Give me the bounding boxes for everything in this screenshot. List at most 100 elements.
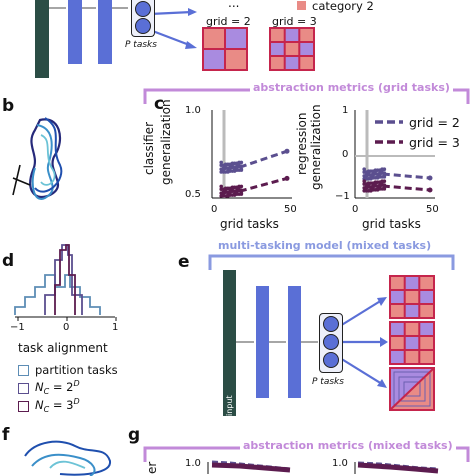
series-endpoint	[427, 175, 433, 181]
d-legend-nc3-base: N	[35, 398, 44, 413]
scatter-point	[373, 169, 378, 173]
scatter-point	[375, 176, 380, 180]
scatter-point	[371, 185, 375, 189]
scatter-point	[237, 185, 241, 190]
d-legend-swatch	[18, 400, 29, 412]
scatter-point	[232, 169, 237, 173]
panel-letter-c: c	[154, 94, 165, 114]
output-unit	[135, 1, 151, 17]
c-right-xtick-0: 0	[352, 204, 359, 215]
d-legend-partition: partition tasks	[18, 362, 118, 378]
scatter-point	[239, 168, 244, 172]
d-legend-partition-label: partition tasks	[35, 363, 118, 377]
c-legend-grid3: grid = 3	[375, 132, 460, 152]
d-legend-nc2-base: N	[35, 380, 44, 395]
d-legend-nc2-sup: D	[73, 379, 80, 389]
scatter-point	[362, 179, 366, 183]
scatter-point	[221, 167, 226, 171]
e-nested-squares	[389, 367, 435, 411]
scatter-point	[219, 184, 223, 189]
d-xtick-1: 1	[112, 322, 119, 333]
category2-label: category 2	[312, 0, 374, 13]
scatter-point	[219, 160, 223, 165]
hidden-layer-2	[98, 0, 112, 64]
hidden-layer-1	[68, 0, 82, 64]
scatter-point	[223, 163, 228, 168]
scatter-point	[230, 162, 235, 167]
panel-c-title: abstraction metrics (grid tasks)	[250, 81, 453, 94]
c-right-ytick-neg1: −1	[335, 191, 350, 202]
c-left-ytick-top: 1.0	[185, 105, 201, 116]
panel-letter-e: e	[178, 252, 190, 272]
series-line	[239, 149, 288, 169]
scatter-point	[232, 193, 237, 197]
panel-e-title: multi-tasking model (mixed tasks)	[215, 239, 435, 252]
scatter-point	[228, 166, 232, 170]
d-legend-nc3-mid: = 3	[49, 398, 74, 413]
d-legend-nc2-mid: = 2	[49, 380, 74, 395]
e-input-bar: input	[223, 270, 236, 416]
scatter-point	[371, 173, 375, 177]
series-line	[382, 184, 431, 192]
c-left-ytick-bottom: 0.5	[185, 189, 201, 200]
scatter-point	[223, 187, 228, 192]
panel-letter-d: d	[2, 251, 15, 271]
e-output-unit	[323, 352, 339, 368]
c-right-plot	[354, 110, 435, 199]
scatter-point	[378, 184, 382, 188]
c-right-ytick-0: 0	[342, 149, 349, 160]
d-legend-nc3-label: NC = 3D	[35, 397, 80, 414]
scatter-point	[373, 181, 378, 185]
panel-letter-g: g	[128, 425, 141, 445]
d-histogram	[14, 244, 117, 321]
scatter-point	[228, 190, 232, 194]
c-right-xtick-50: 50	[426, 204, 439, 215]
scatter-point	[380, 168, 384, 172]
series-endpoint	[427, 187, 433, 193]
series-endpoint	[284, 175, 290, 181]
e-output-unit	[323, 316, 339, 332]
e-output-unit	[323, 334, 339, 350]
scatter-point	[375, 188, 380, 192]
series-endpoint	[284, 148, 290, 154]
c-left-xtick-50: 50	[284, 204, 297, 215]
panel-b-trajectories	[12, 117, 63, 200]
scatter-point	[221, 191, 226, 195]
e-grid3-square-b	[389, 321, 435, 365]
d-legend-nc2-sub: C	[43, 387, 50, 397]
g-left-ytick: 1.0	[185, 458, 201, 469]
scatter-point	[366, 182, 371, 186]
d-legend-nc3-sup: D	[73, 397, 80, 407]
ellipsis: ...	[228, 0, 240, 10]
scatter-point	[380, 180, 384, 184]
d-legend-swatch	[18, 364, 29, 376]
grid3-square	[269, 27, 315, 71]
c-left-xtick-0: 0	[211, 204, 218, 215]
scatter-point	[226, 170, 230, 174]
panel-a-arrows	[49, 7, 197, 49]
scatter-point	[378, 172, 382, 176]
category2-swatch	[297, 1, 306, 10]
panel-letter-f: f	[2, 425, 10, 445]
grid3-label: grid = 3	[272, 15, 317, 28]
e-grid3-square	[389, 275, 435, 319]
d-xtick-0: 0	[63, 322, 70, 333]
c-right-ytick-1: 1	[342, 105, 349, 116]
series-line	[239, 176, 288, 193]
scatter-point	[366, 170, 371, 174]
c-legend-grid3-label: grid = 3	[409, 134, 460, 150]
scatter-point	[235, 165, 239, 169]
d-legend-swatch	[18, 382, 29, 394]
scatter-point	[369, 177, 373, 181]
panel-e-bracket	[208, 254, 455, 270]
panel-f-trajectories	[24, 440, 111, 476]
e-hidden-layer-1	[256, 286, 269, 398]
c-right-xlabel: grid tasks	[362, 217, 421, 231]
panel-letter-b: b	[2, 96, 15, 116]
c-left-xlabel: grid tasks	[220, 217, 279, 231]
c-legend-grid2-label: grid = 2	[409, 114, 460, 130]
d-xtick-neg1: −1	[10, 322, 25, 333]
scatter-point	[382, 175, 387, 179]
